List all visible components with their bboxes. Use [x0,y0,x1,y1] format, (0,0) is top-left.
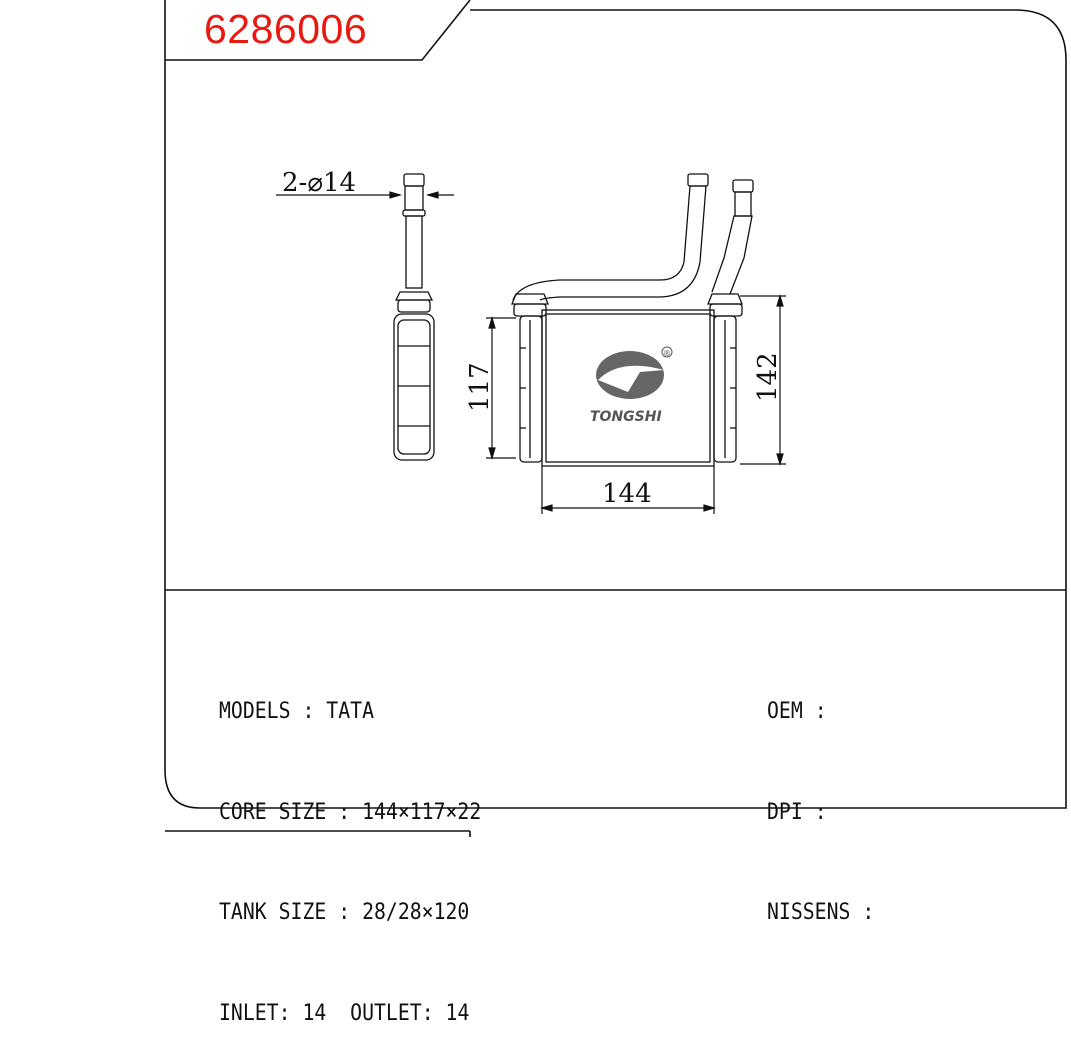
spec-row-core-size: CORE SIZE : 144×117×22 [219,799,482,825]
title-tab [165,0,471,61]
sheet-border [164,0,1067,809]
drawing-sheet: 2-⌀14 ® TONGSHI [164,0,1067,837]
tongshi-logo: ® TONGSHI [590,346,673,425]
spec-list: MODELS : TATA CORE SIZE : 144×117×22 TAN… [219,628,481,1064]
tube-dim-leader [276,191,454,199]
spec-row-tank-size: TANK SIZE : 28/28×120 [219,900,470,925]
core-width-label: 144 [602,479,652,509]
tube-dim-label: 2-⌀14 [282,168,356,198]
part-number: 6286006 [204,6,368,52]
core-height-dim [486,315,516,461]
spec-row-nissens: NISSENS : [767,900,875,925]
spec-row-dpi: DPI : [767,799,827,825]
front-view [511,173,754,467]
overall-height-dim [740,293,786,467]
core-height-label: 117 [465,362,495,412]
spec-row-inlet-outlet: INLET: 14 OUTLET: 14 [219,1000,470,1026]
spec-row-models: MODELS : TATA [219,699,374,724]
core-width-dim [539,466,717,514]
side-view [393,173,435,461]
spec-row-oem: OEM : [767,699,827,724]
overall-height-label: 142 [753,352,783,402]
registered-mark: ® [663,349,671,358]
brand-label: TONGSHI [590,409,662,425]
oem-list: OEM : DPI : NISSENS : [767,628,874,963]
